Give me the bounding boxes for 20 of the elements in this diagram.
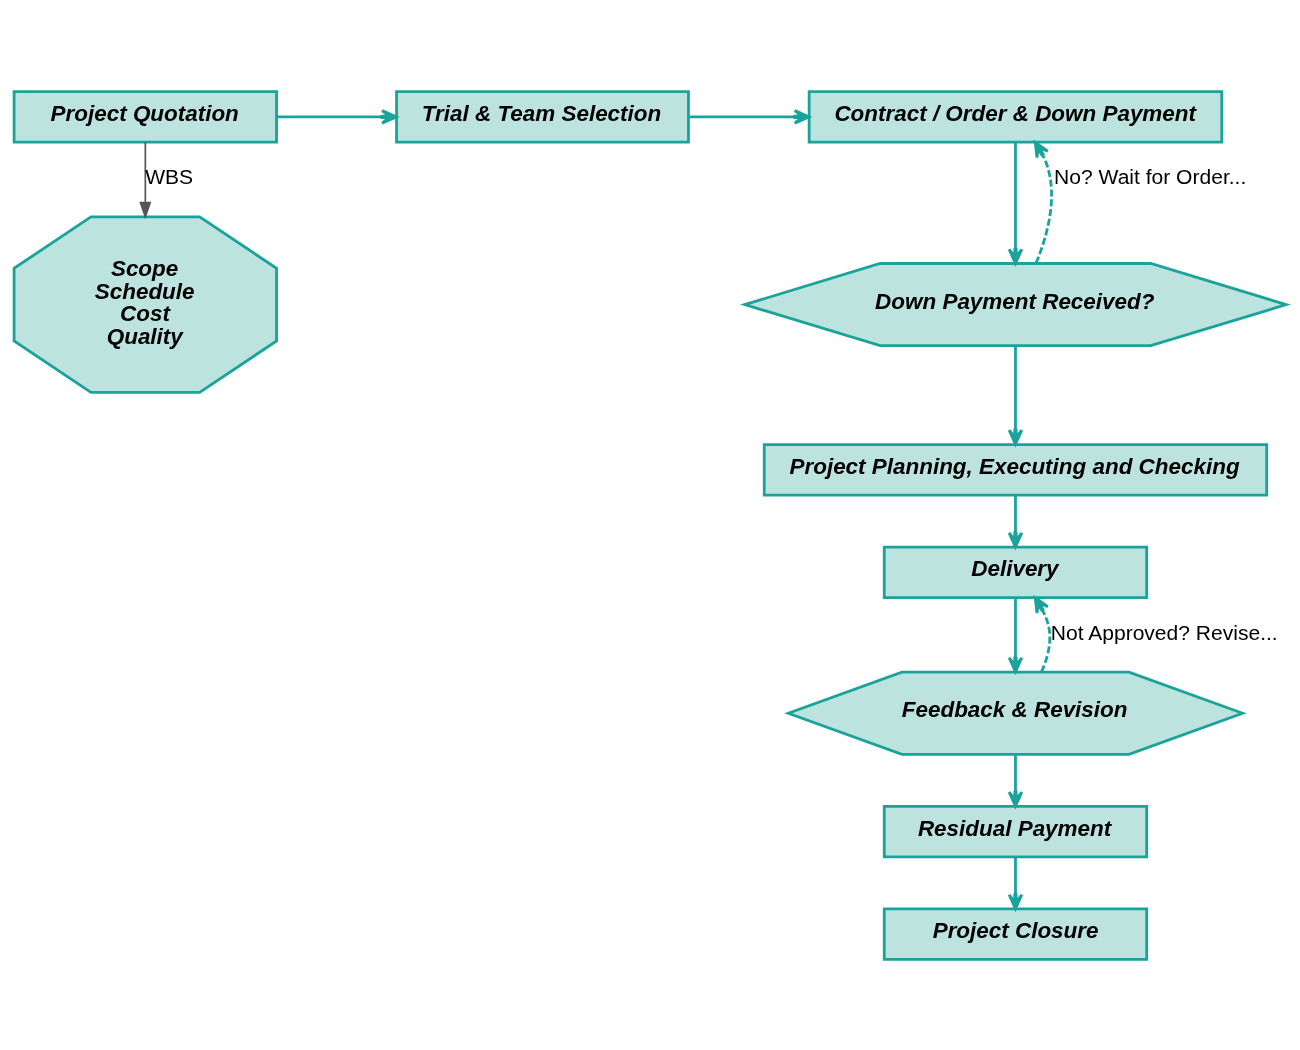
arrow <box>276 108 398 125</box>
node-box: Project Closure <box>882 906 1149 961</box>
arrow <box>1007 345 1024 446</box>
arrow <box>1007 753 1024 808</box>
arrow <box>139 141 152 219</box>
node-box: Residual Payment <box>882 804 1149 858</box>
node-box: Delivery <box>882 545 1149 599</box>
arrow <box>1033 595 1052 672</box>
arrow <box>1007 597 1024 673</box>
node-box: Project Quotation <box>12 89 278 144</box>
arrow <box>688 108 811 125</box>
arrow <box>1007 141 1024 265</box>
arrow <box>1033 140 1053 264</box>
arrow <box>1007 856 1024 910</box>
node-box: Trial & Team Selection <box>395 89 690 144</box>
edge-label: Not Approved? Revise... <box>1050 620 1278 644</box>
edge-label: No? Wait for Order... <box>1054 164 1247 188</box>
node-box: Contract / Order & Down Payment <box>807 89 1224 144</box>
node-box: Project Planning, Executing and Checking <box>762 442 1269 497</box>
arrow <box>1007 494 1024 548</box>
